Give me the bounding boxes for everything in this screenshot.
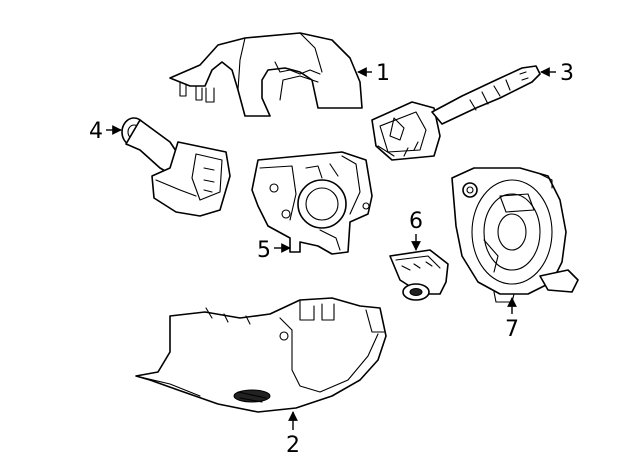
callout-3: 3 [560, 61, 574, 86]
part-7-clockspring [451, 167, 579, 303]
callout-labels: 1 2 3 4 5 6 7 [89, 61, 574, 458]
part-4-turn-signal-switch [121, 117, 231, 217]
part-3-wiper-switch [371, 65, 541, 161]
part-5-column-housing [251, 151, 373, 255]
callout-2: 2 [286, 433, 300, 458]
callout-6: 6 [409, 209, 423, 234]
part-1-upper-shroud [169, 32, 363, 117]
part-2-lower-shroud [135, 297, 387, 413]
callout-5: 5 [257, 238, 271, 263]
callout-4: 4 [89, 119, 103, 144]
callout-7: 7 [505, 317, 519, 342]
leader-lines [106, 67, 556, 430]
part-6-sensor-module [389, 249, 449, 301]
callout-1: 1 [376, 61, 390, 86]
